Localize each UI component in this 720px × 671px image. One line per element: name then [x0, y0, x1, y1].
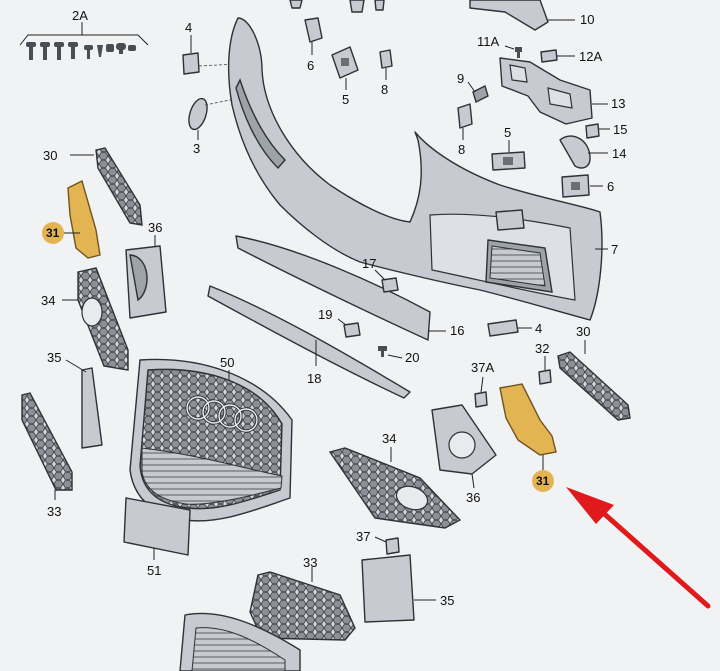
radiator-grille-50 [129, 358, 293, 522]
trim-31-right [499, 383, 557, 470]
callout-33-right: 33 [303, 555, 317, 570]
cap-4-lower [487, 319, 532, 337]
callout-9: 9 [457, 71, 464, 86]
callout-3: 3 [193, 141, 200, 156]
red-pointer-arrow-icon [566, 487, 711, 609]
callout-13: 13 [611, 96, 625, 111]
callout-18: 18 [307, 371, 321, 386]
clip-15 [585, 123, 610, 139]
lower-cover [179, 612, 301, 671]
callout-34-left: 34 [41, 293, 55, 308]
screw-set-2a [19, 22, 149, 60]
clip-32 [538, 356, 552, 385]
grille-30-left [70, 147, 143, 226]
callout-50: 50 [220, 355, 234, 370]
clip-6-top [304, 17, 323, 55]
clip-19 [337, 318, 361, 338]
callout-14: 14 [612, 146, 626, 161]
callout-32: 32 [535, 341, 549, 356]
callout-bubble-31-right [532, 470, 554, 492]
grille-30-right [557, 340, 631, 421]
callout-34-right: 34 [382, 431, 396, 446]
screw-11a [504, 45, 522, 58]
callout-4-upper: 4 [185, 20, 192, 35]
trim-31-left [64, 179, 101, 259]
callout-51: 51 [147, 563, 161, 578]
cover-35-left [65, 359, 103, 449]
callout-10: 10 [580, 12, 594, 27]
callout-36-left: 36 [148, 220, 162, 235]
bracket-5-top [331, 46, 359, 90]
callout-19: 19 [318, 307, 332, 322]
spoiler-16 [235, 235, 446, 341]
callout-36-right: 36 [466, 490, 480, 505]
callout-35-left: 35 [47, 350, 61, 365]
callout-31-left: 31 [46, 226, 60, 240]
bumper-cover-7 [227, 17, 608, 321]
callout-5-top: 5 [342, 92, 349, 107]
clip-17 [374, 269, 399, 293]
clip-9 [467, 81, 489, 103]
deflector-18 [207, 285, 411, 399]
screw-20 [378, 346, 403, 359]
callout-31-right: 31 [536, 474, 550, 488]
callout-12a: 12A [579, 49, 602, 64]
callout-4-lower: 4 [535, 321, 542, 336]
callout-37a: 37A [471, 360, 494, 375]
callout-6-right: 6 [607, 179, 614, 194]
callout-30-right: 30 [576, 324, 590, 339]
callout-20: 20 [405, 350, 419, 365]
cover-14 [559, 135, 608, 169]
grille-34-left [62, 267, 129, 371]
bracket-13 [499, 57, 608, 125]
callout-11a: 11A [477, 34, 499, 49]
callout-8-top: 8 [381, 82, 388, 97]
callout-2a: 2A [72, 8, 88, 23]
callout-35-right: 35 [440, 593, 454, 608]
callout-bubble-31-left [42, 222, 64, 244]
callout-30-left: 30 [43, 148, 57, 163]
clip-8-mid [457, 103, 473, 140]
callout-16: 16 [450, 323, 464, 338]
plate-bracket-51 [123, 497, 191, 560]
clip-37 [374, 536, 400, 555]
callout-37: 37 [356, 529, 370, 544]
grille-33-right [249, 567, 356, 641]
top-clips [289, 0, 385, 13]
cap-3 [188, 97, 241, 140]
cover-35-right [361, 554, 436, 623]
callout-8-mid: 8 [458, 142, 465, 157]
clip-37a [474, 376, 488, 408]
cover-36-left [125, 235, 167, 319]
callout-33-left: 33 [47, 504, 61, 519]
callout-7: 7 [611, 242, 618, 257]
carrier-10 [469, 0, 575, 31]
cover-36-right [431, 404, 497, 489]
callout-6-top: 6 [307, 58, 314, 73]
grille-33-left [21, 392, 73, 500]
clip-6-right [561, 174, 603, 198]
grille-34-right [328, 447, 462, 529]
callout-5-mid: 5 [504, 125, 511, 140]
clip-8-top [379, 49, 393, 80]
callout-17: 17 [362, 256, 376, 271]
bracket-5-mid [491, 140, 526, 171]
clip-12a [540, 49, 575, 63]
callout-15: 15 [613, 122, 627, 137]
